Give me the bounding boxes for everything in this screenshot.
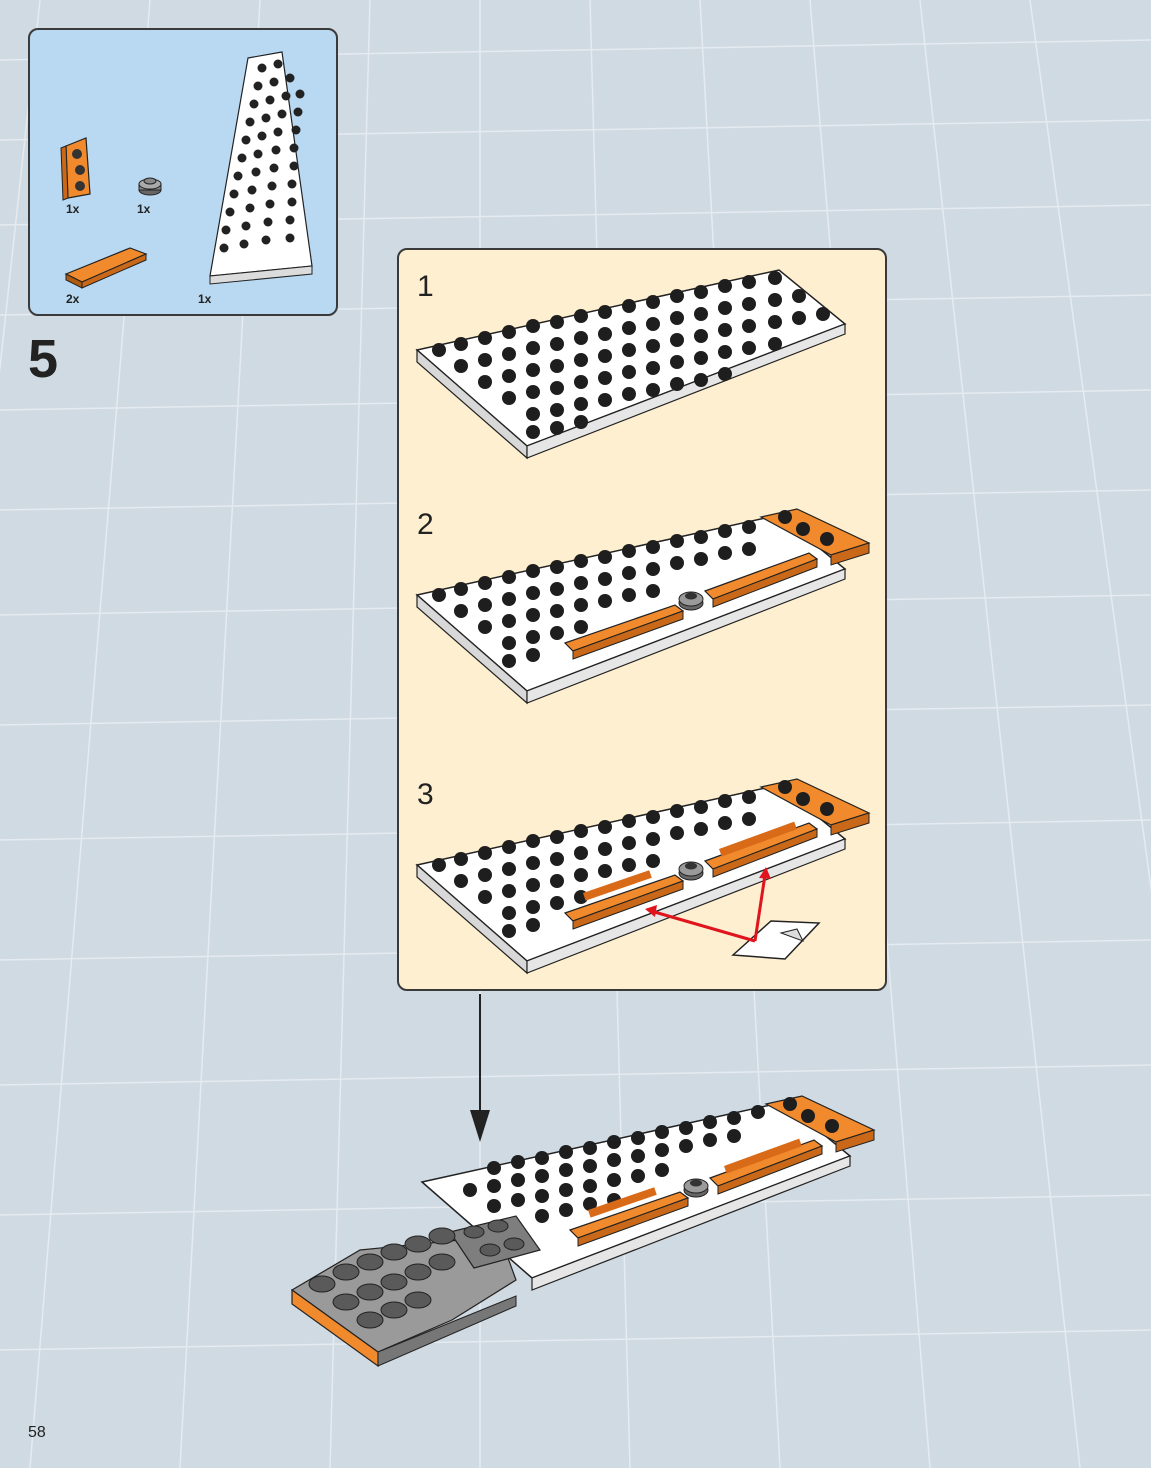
substep-3-sticker-application <box>417 779 869 973</box>
page-number: 58 <box>28 1424 46 1442</box>
orange-wedge-plate-icon <box>61 138 90 200</box>
part-quantity: 1x <box>66 202 79 216</box>
step-number: 5 <box>28 332 58 386</box>
part-quantity: 2x <box>66 292 79 306</box>
part-quantity: 1x <box>137 202 150 216</box>
gray-round-plate-icon <box>139 178 161 195</box>
part-quantity: 1x <box>198 292 211 306</box>
substep-2-wedge-with-tiles <box>417 509 869 703</box>
substep-1-wedge-plate <box>417 270 845 458</box>
substep-illustrations <box>399 250 887 991</box>
orange-tile-icon <box>66 248 146 288</box>
parts-list: 1x 1x 2x 1x <box>28 28 338 316</box>
parts-illustration <box>30 30 338 316</box>
white-wedge-plate-icon <box>210 52 312 284</box>
sticker-sheet-icon <box>733 921 819 959</box>
substep-panel: 1 2 3 <box>397 248 887 991</box>
